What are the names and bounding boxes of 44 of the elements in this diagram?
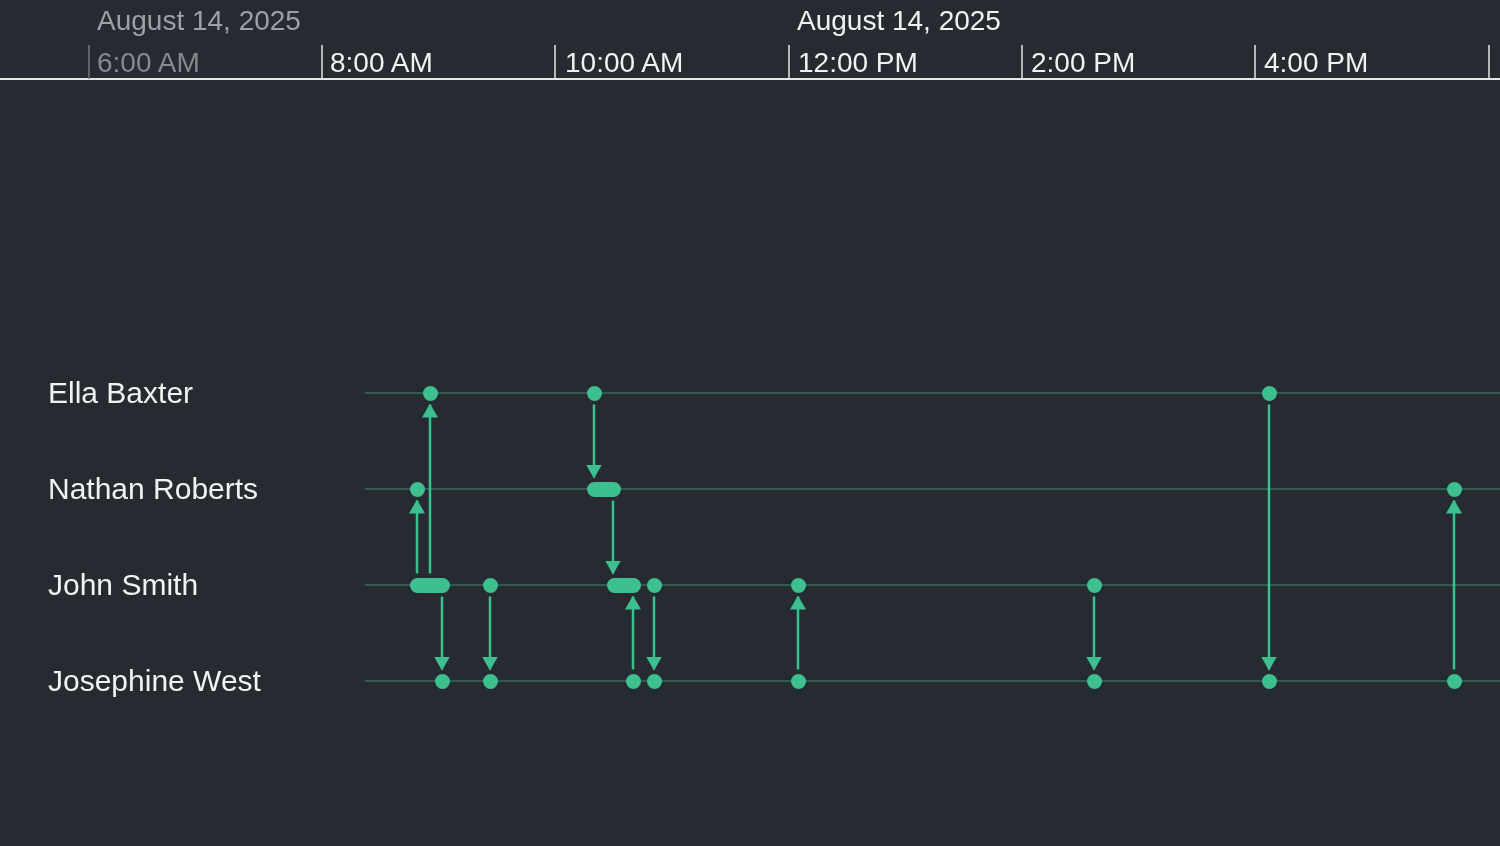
arrow [422, 403, 438, 574]
tick-label: 4:00 PM [1264, 47, 1369, 79]
dot-icon [625, 673, 641, 689]
arrow [1446, 499, 1462, 670]
lane-label: Nathan Roberts [48, 473, 259, 505]
dot-icon [434, 673, 450, 689]
dot-icon [586, 385, 602, 401]
pill-icon [607, 577, 641, 593]
dot-icon [790, 577, 806, 593]
dot-icon [1446, 481, 1462, 497]
dot-icon [646, 673, 662, 689]
dot-icon [482, 577, 498, 593]
dot-icon [1261, 673, 1277, 689]
lane-label: Josephine West [48, 665, 261, 697]
date-label: August 14, 2025 [797, 5, 1001, 37]
arrow [605, 500, 621, 575]
dot-icon [1086, 577, 1102, 593]
dot-icon [790, 673, 806, 689]
tick-label: 6:00 AM [97, 47, 200, 79]
arrow [586, 404, 602, 479]
dot-icon [1086, 673, 1102, 689]
lane-label: Ella Baxter [48, 377, 194, 409]
tick-label: 2:00 PM [1031, 47, 1136, 79]
dot-icon [422, 385, 438, 401]
arrow [434, 596, 450, 671]
dot-icon [482, 673, 498, 689]
dot-icon [409, 481, 425, 497]
pill-icon [410, 577, 450, 593]
dot-icon [646, 577, 662, 593]
lane-label: John Smith [48, 569, 199, 601]
arrow [1261, 404, 1277, 671]
dot-icon [1446, 673, 1462, 689]
arrow [646, 596, 662, 671]
arrow [790, 595, 806, 670]
tick-label: 12:00 PM [798, 47, 918, 79]
tick-label: 8:00 AM [330, 47, 433, 79]
pill-icon [587, 481, 621, 497]
arrow [482, 596, 498, 671]
date-label: August 14, 2025 [97, 5, 301, 37]
arrow [409, 499, 425, 574]
arrow [625, 595, 641, 670]
dot-icon [1261, 385, 1277, 401]
arrow [1086, 596, 1102, 671]
tick-label: 10:00 AM [565, 47, 684, 79]
